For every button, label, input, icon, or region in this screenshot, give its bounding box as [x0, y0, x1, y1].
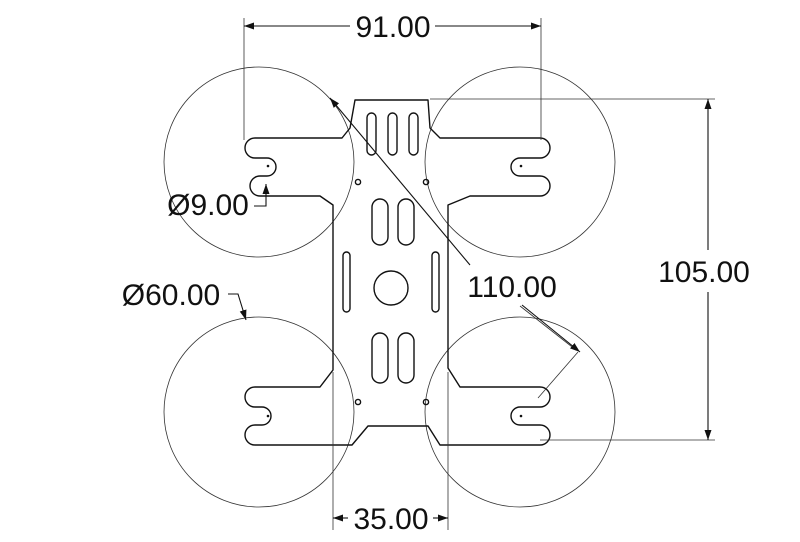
dimension-label-right: 105.00 [658, 256, 750, 289]
center-dot [266, 164, 270, 168]
dimension-label-top: 91.00 [355, 11, 430, 44]
dimension-label-diagonal: 110.00 [467, 271, 557, 304]
prop-circle-bottom-left [163, 316, 355, 508]
slot [366, 112, 377, 156]
side-slots [342, 251, 440, 313]
prop-circle-top-left [163, 66, 355, 258]
dimension-label-hole: Ø9.00 [167, 189, 249, 222]
mounting-hole [354, 178, 362, 186]
frame-outline [244, 99, 551, 446]
dimension-label-bottom: 35.00 [353, 503, 428, 536]
slot [371, 332, 389, 384]
mounting-hole [354, 398, 362, 406]
dimension-right-height: 105.00 [430, 98, 750, 441]
dimension-hole-diameter: Ø9.00 [167, 184, 270, 222]
slot [342, 251, 351, 313]
slot [371, 198, 389, 246]
slot [397, 198, 415, 246]
mounting-hole [422, 398, 430, 406]
middle-slots [371, 198, 415, 384]
top-slots [366, 112, 419, 156]
dimension-top-width: 91.00 [243, 11, 542, 140]
mounting-hole [422, 178, 430, 186]
slot [387, 112, 398, 156]
slot [408, 112, 419, 156]
center-dot [266, 414, 270, 418]
slot [431, 251, 440, 313]
center-dot [519, 414, 523, 418]
mounting-holes [354, 178, 430, 406]
slot [397, 332, 415, 384]
dimension-bottom-width: 35.00 [332, 372, 449, 536]
dimension-prop-diameter: Ø60.00 [122, 279, 247, 321]
prop-circle-top-right [424, 66, 616, 258]
dimension-diagonal: 110.00 [329, 97, 581, 399]
center-dot [519, 164, 523, 168]
prop-circle-bottom-right [424, 316, 616, 508]
motor-center-dots [266, 164, 523, 418]
dimension-label-prop: Ø60.00 [122, 279, 220, 312]
propeller-circles [163, 66, 616, 508]
center-hole [373, 270, 409, 306]
